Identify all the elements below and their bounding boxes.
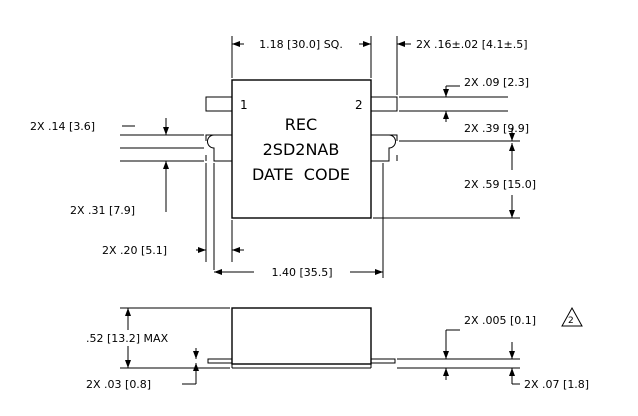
dim-label-lead-thickness: 2X .09 [2.3]	[464, 76, 529, 89]
slot-bottom-right	[389, 134, 398, 161]
dim-arrow	[125, 308, 131, 316]
note-symbol: 2	[568, 316, 574, 326]
lead-side-right	[370, 358, 396, 364]
slot-bottom-left	[205, 134, 214, 161]
dim-arrow	[509, 351, 515, 359]
lead-bottom-right	[370, 134, 396, 162]
dim-label-body-width: 1.18 [30.0] SQ.	[259, 38, 343, 51]
dim-arrow	[509, 368, 515, 376]
dim-arrow	[509, 210, 515, 218]
package-body-side	[231, 307, 372, 365]
dim-arrow	[375, 269, 383, 275]
top-view: 1 2 REC 2SD2NAB DATE CODE 1.18 [30.0] SQ…	[30, 36, 536, 279]
lead-top-left	[205, 96, 233, 112]
marking-line-2: 2SD2NAB	[263, 140, 340, 159]
dim-arrow	[443, 89, 449, 97]
side-view: .52 [13.2] MAX 2X .03 [0.8] 2X .005 [0.1…	[86, 306, 589, 391]
dim-label-lead-spacing: 2X .39 [9.9]	[464, 122, 529, 135]
marking-line-1: REC	[285, 115, 317, 134]
dim-arrow	[509, 143, 515, 151]
dim-arrow	[443, 111, 449, 119]
pin-2-label: 2	[355, 98, 363, 112]
pin-1-label: 1	[240, 98, 248, 112]
dim-label-height: .52 [13.2] MAX	[86, 332, 169, 345]
dim-arrow	[232, 247, 240, 253]
dim-arrow	[198, 247, 206, 253]
dim-label-slot-offset: 2X .31 [7.9]	[70, 204, 135, 217]
dim-arrow	[193, 351, 199, 359]
dim-label-lead-thick: 2X .03 [0.8]	[86, 378, 151, 391]
lead-top-right	[370, 96, 398, 112]
dim-arrow	[163, 161, 169, 169]
dim-label-coplanarity: 2X .005 [0.1]	[464, 314, 536, 327]
dim-label-standoff: 2X .07 [1.8]	[524, 378, 589, 391]
dim-arrow	[397, 41, 405, 47]
dim-label-overall-length: 1.40 [35.5]	[271, 266, 332, 279]
dim-label-slot-length: 2X .59 [15.0]	[464, 178, 536, 191]
dim-arrow	[125, 360, 131, 368]
dim-arrow	[193, 363, 199, 371]
lead-side-left	[207, 358, 233, 364]
dim-label-lead-extension: 2X .20 [5.1]	[102, 244, 167, 257]
dim-label-lead-width: 2X .16±.02 [4.1±.5]	[416, 38, 528, 51]
dim-arrow	[363, 41, 371, 47]
dim-arrow	[443, 368, 449, 376]
dim-arrow	[509, 133, 515, 141]
lead-bottom-left	[207, 134, 233, 162]
dim-label-lead-offset: 2X .14 [3.6]	[30, 120, 95, 133]
marking-line-3: DATE CODE	[252, 165, 350, 184]
dim-arrow	[214, 269, 222, 275]
dim-arrow	[443, 351, 449, 359]
note-triangle-icon	[561, 306, 583, 327]
dim-arrow	[163, 127, 169, 135]
dim-arrow	[232, 41, 240, 47]
package-body-top	[231, 79, 372, 219]
